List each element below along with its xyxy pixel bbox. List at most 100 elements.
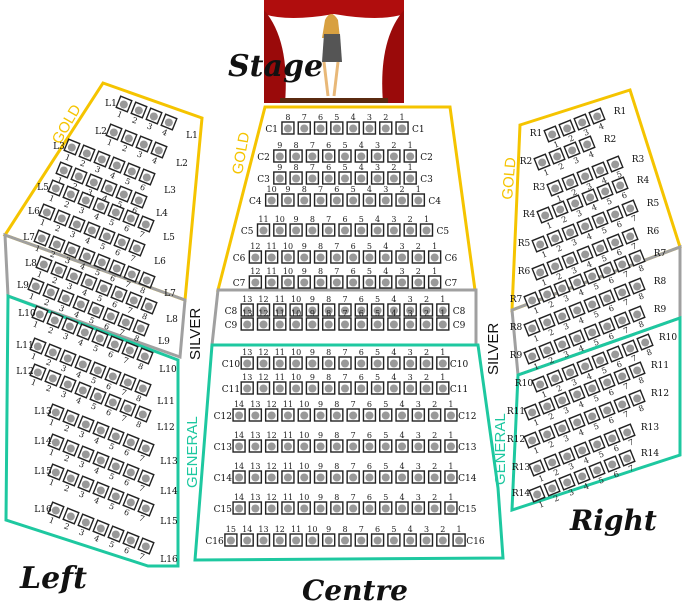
seat[interactable]: 7 <box>621 199 641 225</box>
seat[interactable]: 5 <box>346 185 360 207</box>
seat[interactable]: 7 <box>134 537 155 563</box>
seat[interactable]: 6 <box>99 307 120 333</box>
seat[interactable]: 5 <box>379 493 393 515</box>
seat[interactable]: 5 <box>370 309 385 331</box>
seat[interactable]: 4 <box>573 467 593 493</box>
seat[interactable]: 3 <box>558 447 578 473</box>
seat[interactable]: 5 <box>583 323 603 349</box>
seat[interactable]: 8 <box>322 309 336 331</box>
seat[interactable]: 7 <box>297 113 311 135</box>
seat[interactable]: 8 <box>313 242 328 264</box>
seat[interactable]: 15 <box>224 525 238 547</box>
seat[interactable]: 7 <box>134 499 155 525</box>
seat[interactable]: 1 <box>411 185 426 207</box>
seat[interactable]: 7 <box>346 462 360 484</box>
seat[interactable]: 2 <box>427 431 442 453</box>
seat[interactable]: 2 <box>543 479 563 505</box>
seat[interactable]: 1 <box>24 277 45 303</box>
seat[interactable]: 9 <box>313 431 328 453</box>
seat[interactable]: 2 <box>41 369 62 395</box>
seat[interactable]: 4 <box>568 273 588 299</box>
seat[interactable]: 4 <box>588 107 608 133</box>
seat[interactable]: 4 <box>379 242 393 264</box>
seat[interactable]: 5 <box>588 435 608 461</box>
seat[interactable]: 1 <box>523 403 543 429</box>
seat[interactable]: 6 <box>119 531 140 557</box>
seat[interactable]: 5 <box>387 525 401 547</box>
seat[interactable]: 1 <box>436 295 450 317</box>
seat[interactable]: 1 <box>523 319 543 345</box>
seat[interactable]: 7 <box>346 400 360 422</box>
seat[interactable]: 7 <box>338 309 352 331</box>
seat[interactable]: 6 <box>119 463 140 489</box>
seat[interactable]: 3 <box>558 473 578 499</box>
seat[interactable]: 4 <box>387 373 401 395</box>
seat[interactable]: 6 <box>105 259 126 285</box>
seat[interactable]: 2 <box>59 409 80 435</box>
seat[interactable]: 5 <box>370 348 385 370</box>
seat[interactable]: 5 <box>379 462 393 484</box>
seat[interactable]: 5 <box>606 155 626 181</box>
seat[interactable]: 5 <box>338 163 352 185</box>
seat[interactable]: 3 <box>419 525 434 547</box>
seat[interactable]: 5 <box>112 185 133 211</box>
seat[interactable]: 5 <box>370 373 385 395</box>
seat[interactable]: 3 <box>403 348 417 370</box>
seat[interactable]: 1 <box>523 347 543 373</box>
seat[interactable]: 8 <box>628 389 648 415</box>
seat[interactable]: 6 <box>101 393 122 419</box>
seat[interactable]: 6 <box>354 309 368 331</box>
seat[interactable]: 6 <box>606 345 626 371</box>
seat[interactable]: 5 <box>362 242 377 264</box>
seat[interactable]: 5 <box>330 113 344 135</box>
seat[interactable]: 4 <box>581 188 601 214</box>
seat[interactable]: 2 <box>47 261 68 287</box>
seat[interactable]: 12 <box>264 400 279 422</box>
seat[interactable]: 1 <box>444 493 458 515</box>
seat[interactable]: 1 <box>436 348 450 370</box>
seat[interactable]: 8 <box>628 305 648 331</box>
seat[interactable]: 4 <box>362 185 377 207</box>
seat[interactable]: 5 <box>104 457 125 483</box>
seat[interactable]: 3 <box>370 163 385 185</box>
seat[interactable]: 13 <box>248 400 263 422</box>
seat[interactable]: 7 <box>330 242 344 264</box>
seat[interactable]: 7 <box>613 311 633 337</box>
seat[interactable]: 2 <box>387 141 401 163</box>
seat[interactable]: 3 <box>362 113 377 135</box>
seat[interactable]: 2 <box>67 167 88 193</box>
seat[interactable]: 1 <box>546 179 566 205</box>
seat[interactable]: 14 <box>232 462 246 484</box>
seat[interactable]: 5 <box>95 227 116 253</box>
seat[interactable]: 10 <box>273 215 287 237</box>
seat[interactable]: 8 <box>330 462 344 484</box>
seat[interactable]: 10 <box>281 267 295 289</box>
seat[interactable]: 4 <box>395 431 409 453</box>
seat[interactable]: 7 <box>613 395 633 421</box>
seat[interactable]: 2 <box>59 439 80 465</box>
seat[interactable]: 8 <box>628 277 648 303</box>
seat[interactable]: 2 <box>427 400 442 422</box>
seat[interactable]: 1 <box>536 206 556 232</box>
seat[interactable]: 4 <box>387 309 401 331</box>
seat[interactable]: 7 <box>338 373 352 395</box>
seat[interactable]: 8 <box>289 163 303 185</box>
seat[interactable]: 3 <box>563 141 583 167</box>
seat[interactable]: 4 <box>573 441 593 467</box>
seat[interactable]: 3 <box>56 375 77 401</box>
seat[interactable]: 2 <box>548 147 568 173</box>
seat[interactable]: 1 <box>44 501 65 527</box>
seat[interactable]: 5 <box>588 461 608 487</box>
seat[interactable]: 2 <box>379 113 393 135</box>
seat[interactable]: 2 <box>538 313 558 339</box>
seat[interactable]: 2 <box>75 144 96 170</box>
seat[interactable]: 14 <box>232 431 246 453</box>
seat[interactable]: 2 <box>59 185 80 211</box>
seat[interactable]: 12 <box>256 309 271 331</box>
seat[interactable]: 5 <box>354 215 368 237</box>
seat[interactable]: 5 <box>104 203 125 229</box>
seat[interactable]: 1 <box>26 363 47 389</box>
seat[interactable]: 1 <box>436 309 450 331</box>
seat[interactable]: 5 <box>362 267 377 289</box>
seat[interactable]: 5 <box>92 279 113 305</box>
